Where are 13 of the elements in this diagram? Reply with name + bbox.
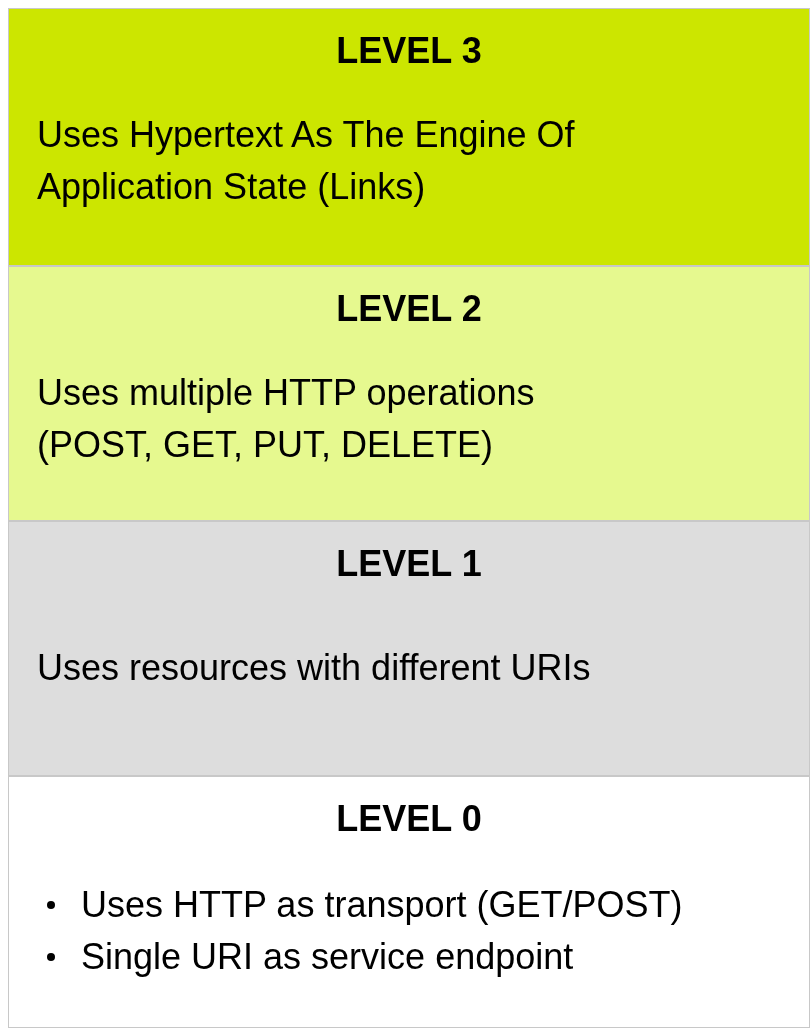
level-heading: LEVEL 1 (335, 544, 483, 584)
level-band (8, 776, 810, 1028)
bullet-text: Single URI as service endpoint (81, 936, 574, 977)
level-description: Uses multiple HTTP operations (POST, GET, PUT, DELETE) (37, 371, 536, 467)
level-description: Uses resources with different URIs (37, 646, 592, 690)
level-heading: LEVEL 0 (335, 799, 483, 839)
level-band (8, 8, 810, 266)
level-heading: LEVEL 3 (335, 31, 483, 71)
level-band (8, 266, 810, 521)
level-band (8, 521, 810, 776)
level-heading: LEVEL 2 (335, 289, 483, 329)
level-description: Uses Hypertext As The Engine Of Application State (Links) (37, 113, 576, 209)
bullet-text: Uses HTTP as transport (GET/POST) (81, 884, 683, 925)
